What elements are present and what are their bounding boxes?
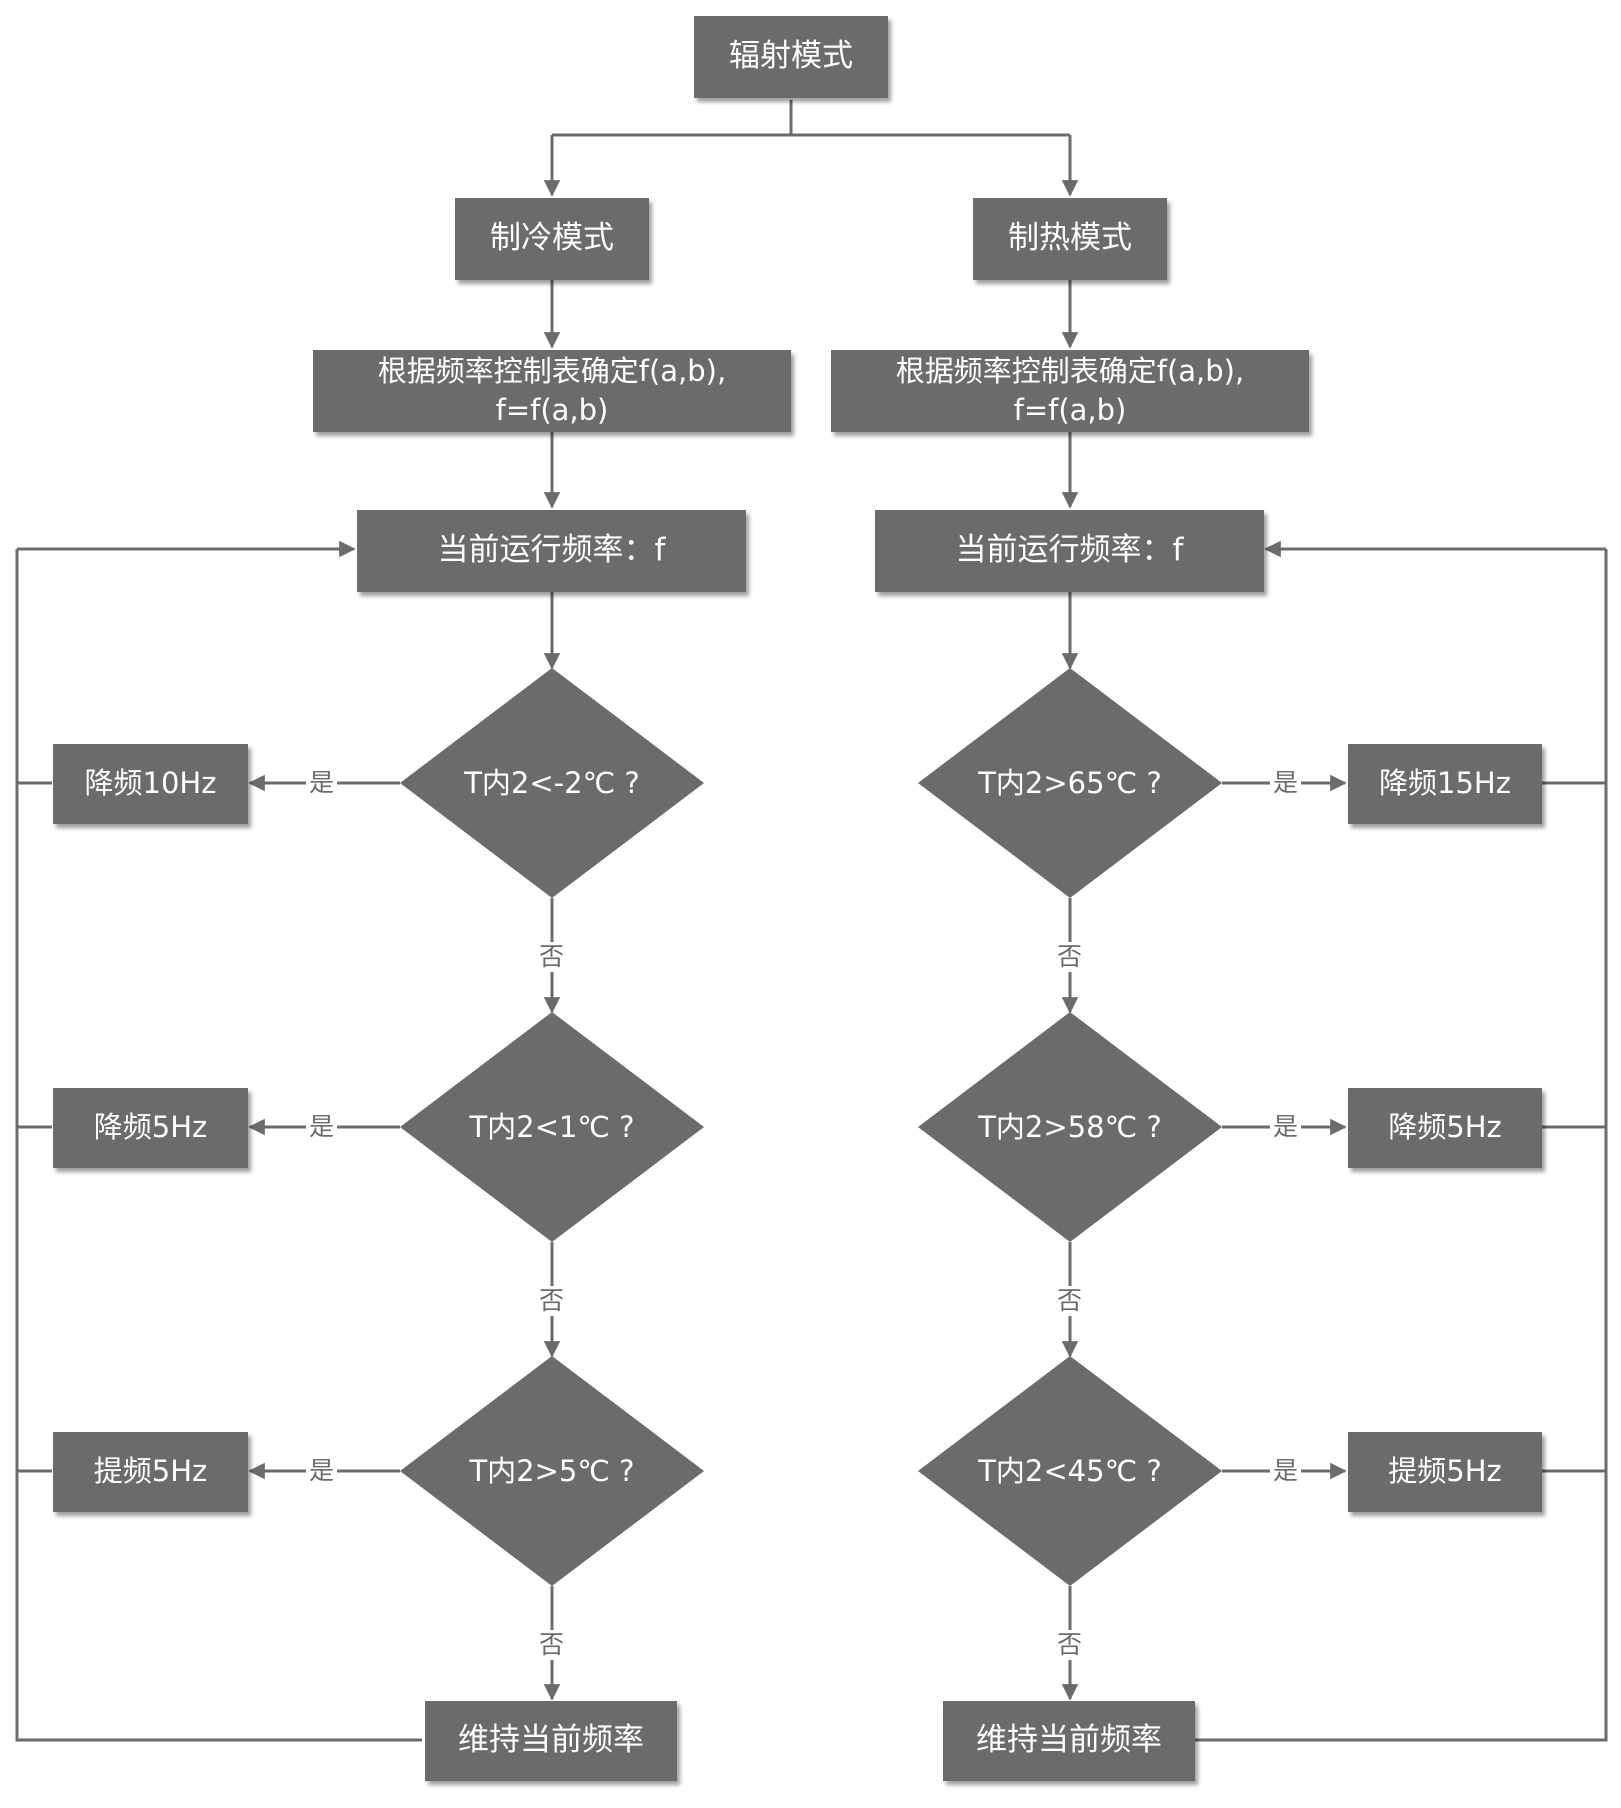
heat-decision-3-no-label: 否 [1054, 1630, 1086, 1660]
heat-action-2-box: 降频5Hz [1348, 1088, 1542, 1168]
cool-decision-1: T内2<-2℃ ? [464, 766, 640, 800]
cool-mode-label: 制冷模式 [490, 220, 614, 257]
root-mode-box: 辐射模式 [694, 16, 888, 98]
cool-action-3-box: 提频5Hz [53, 1432, 248, 1512]
heat-decision-2: T内2>58℃ ? [978, 1110, 1162, 1144]
cool-decision-1-no-label: 否 [536, 942, 568, 972]
cool-action-3-label: 提频5Hz [93, 1454, 208, 1489]
cool-hold-box: 维持当前频率 [425, 1701, 677, 1781]
cool-decision-1-shape [400, 668, 704, 898]
cool-mode-box: 制冷模式 [455, 198, 649, 280]
heat-determine-box: 根据频率控制表确定f(a,b), f=f(a,b) [831, 350, 1309, 432]
heat-decision-1: T内2>65℃ ? [978, 766, 1162, 800]
heat-decision-2-shape [918, 1012, 1222, 1242]
cool-action-2-box: 降频5Hz [53, 1088, 248, 1168]
cool-decision-3-yes-label: 是 [306, 1456, 338, 1486]
edge-cool-hold-loop [15, 549, 422, 1742]
heat-decision-3-shape [918, 1356, 1222, 1586]
cool-determine-box: 根据频率控制表确定f(a,b), f=f(a,b) [313, 350, 791, 432]
heat-hold-label: 维持当前频率 [976, 1722, 1162, 1759]
heat-mode-box: 制热模式 [973, 198, 1167, 280]
heat-determine-line-1: 根据频率控制表确定f(a,b), [895, 353, 1245, 388]
cool-decision-3-shape [400, 1356, 704, 1586]
heat-decision-2-no-label: 否 [1054, 1286, 1086, 1316]
cool-decision-1-yes-label: 是 [306, 768, 338, 798]
cool-decision-3: T内2>5℃ ? [469, 1454, 635, 1488]
cool-hold-label: 维持当前频率 [458, 1722, 644, 1759]
heat-decision-1-shape [918, 668, 1222, 898]
heat-current-frequency-label: 当前运行频率：f [955, 532, 1184, 569]
heat-mode-label: 制热模式 [1008, 220, 1132, 257]
heat-hold-box: 维持当前频率 [943, 1701, 1195, 1781]
heat-decision-1-no-label: 否 [1054, 942, 1086, 972]
cool-decision-2-yes-label: 是 [306, 1112, 338, 1142]
cool-action-1-label: 降频10Hz [84, 766, 217, 801]
edge-heat-hold-loop [1195, 549, 1608, 1742]
cool-determine-line-1: 根据频率控制表确定f(a,b), [377, 353, 727, 388]
cool-decision-3-no-label: 否 [536, 1630, 568, 1660]
heat-decision-3: T内2<45℃ ? [978, 1454, 1162, 1488]
heat-current-frequency-box: 当前运行频率：f [875, 510, 1264, 592]
cool-current-frequency-label: 当前运行频率：f [437, 532, 666, 569]
cool-action-2-label: 降频5Hz [93, 1110, 208, 1145]
cool-decision-2-no-label: 否 [536, 1286, 568, 1316]
cool-decision-2-shape [400, 1012, 704, 1242]
heat-decision-2-yes-label: 是 [1270, 1112, 1302, 1142]
heat-action-1-box: 降频15Hz [1348, 744, 1542, 824]
cool-decision-2: T内2<1℃ ? [469, 1110, 635, 1144]
heat-decision-3-yes-label: 是 [1270, 1456, 1302, 1486]
heat-action-2-label: 降频5Hz [1388, 1110, 1502, 1145]
cool-current-frequency-box: 当前运行频率：f [357, 510, 746, 592]
heat-action-3-box: 提频5Hz [1348, 1432, 1542, 1512]
heat-determine-line-2: f=f(a,b) [1013, 393, 1127, 427]
heat-decision-1-yes-label: 是 [1270, 768, 1302, 798]
cool-action-1-box: 降频10Hz [53, 744, 248, 824]
cool-determine-line-2: f=f(a,b) [495, 393, 609, 427]
edge-root-split [552, 100, 793, 137]
heat-action-1-label: 降频15Hz [1379, 766, 1511, 801]
heat-action-3-label: 提频5Hz [1388, 1454, 1502, 1489]
root-mode-label: 辐射模式 [729, 38, 853, 75]
